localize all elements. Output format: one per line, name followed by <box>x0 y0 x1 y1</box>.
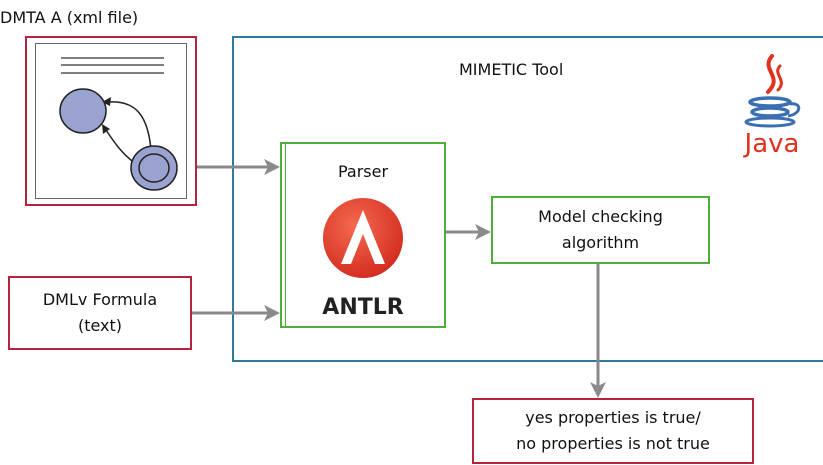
arrowhead <box>102 124 110 134</box>
arrowhead <box>475 224 491 240</box>
formula-input-box: DMLv Formula (text) <box>8 276 192 350</box>
java-cup-icon: Java <box>743 54 801 159</box>
antlr-logo-text: ANTLR <box>322 295 403 320</box>
java-logo: Java <box>732 52 812 164</box>
antlr-logo: ANTLR <box>322 198 404 320</box>
automaton-diagram <box>59 57 178 191</box>
model-checking-box: Model checking algorithm <box>491 196 710 264</box>
parser-box: Parser ANTLR <box>280 142 446 328</box>
document-page <box>35 43 187 199</box>
antlr-a-glyph-icon <box>341 210 385 264</box>
input-xml-label: DMTA A (xml file) <box>0 8 139 27</box>
formula-line1: DMLv Formula <box>42 290 158 309</box>
arrowhead <box>264 159 280 175</box>
parser-box-shadow-edge <box>285 144 286 326</box>
transition-arrow <box>107 101 152 151</box>
tool-label: MIMETIC Tool <box>459 60 564 79</box>
result-line1: yes properties is true/ <box>525 408 701 427</box>
result-box: yes properties is true/ no properties is… <box>472 398 754 464</box>
java-logo-text: Java <box>743 129 800 159</box>
arrowhead <box>102 97 111 106</box>
model-checking-line2: algorithm <box>561 233 640 252</box>
arrowhead <box>590 382 606 398</box>
mimetic-tool-container <box>232 36 823 362</box>
result-line2: no properties is not true <box>516 434 710 453</box>
dmta-input-box <box>25 36 197 206</box>
initial-state <box>59 88 107 134</box>
parser-label: Parser <box>337 162 389 181</box>
arrowhead <box>264 305 280 321</box>
formula-line2: (text) <box>77 316 123 335</box>
final-state-inner <box>138 153 170 183</box>
antlr-circle-icon <box>323 198 403 278</box>
model-checking-line1: Model checking <box>538 207 663 226</box>
